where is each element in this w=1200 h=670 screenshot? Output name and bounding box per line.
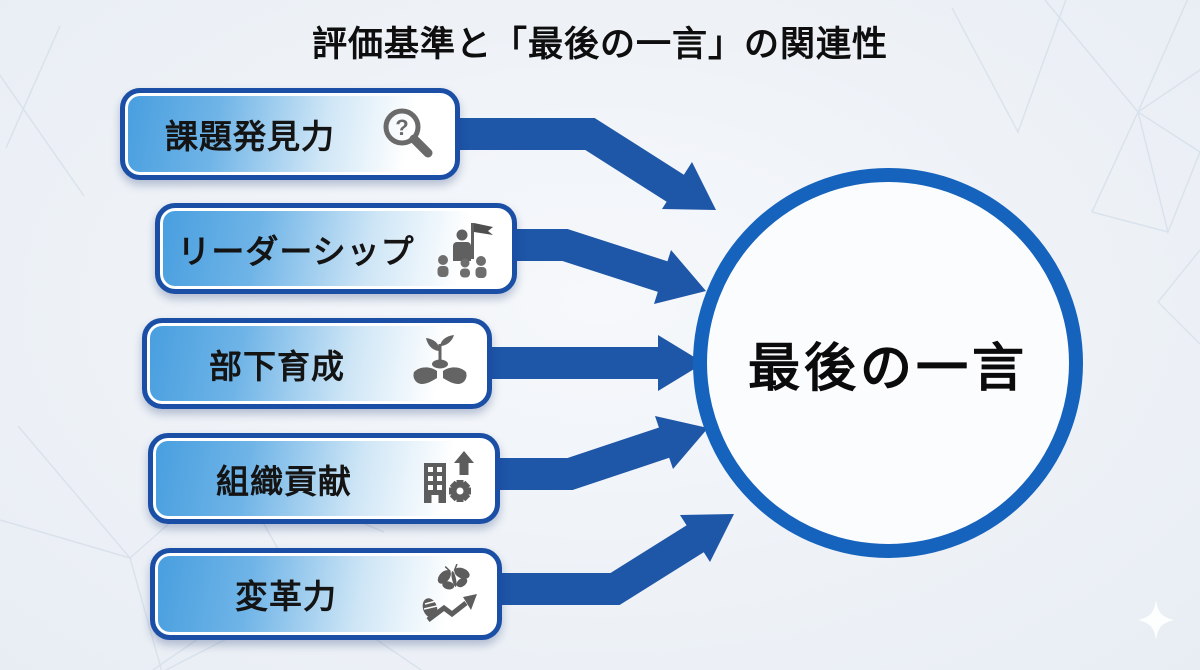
criterion-label: 課題発見力 [165,118,335,155]
building-gear-growth-icon [415,448,481,510]
leader-flag-icon [432,218,498,280]
arrow-3 [492,335,704,391]
criterion-label: 組織貢献 [216,462,352,500]
arrow-4 [498,416,708,490]
criterion-box-org-contribution: 組織貢献 [148,433,500,524]
criterion-label: リーダーシップ [177,232,415,270]
result-circle: 最後の一言 [693,168,1083,558]
criterion-box-leadership: リーダーシップ [155,203,517,294]
result-label: 最後の一言 [747,339,1028,398]
arrow-1 [458,118,716,210]
criterion-box-transformation: 変革力 [150,548,502,640]
svg-text:?: ? [395,115,408,140]
hands-sprout-icon [407,333,473,395]
criterion-label: 変革力 [235,578,337,615]
sparkle-icon [1138,600,1174,640]
page-title: 評価基準と「最後の一言」の関連性 [311,25,888,64]
criterion-box-problem-discovery: 課題発見力 ? [120,88,460,180]
butterfly-growth-icon [417,563,483,625]
arrow-5 [502,514,734,605]
magnifier-question-icon: ? [375,103,441,165]
arrow-2 [514,229,706,304]
criterion-box-develop-subordinates: 部下育成 [142,318,492,409]
criterion-label: 部下育成 [209,347,345,385]
